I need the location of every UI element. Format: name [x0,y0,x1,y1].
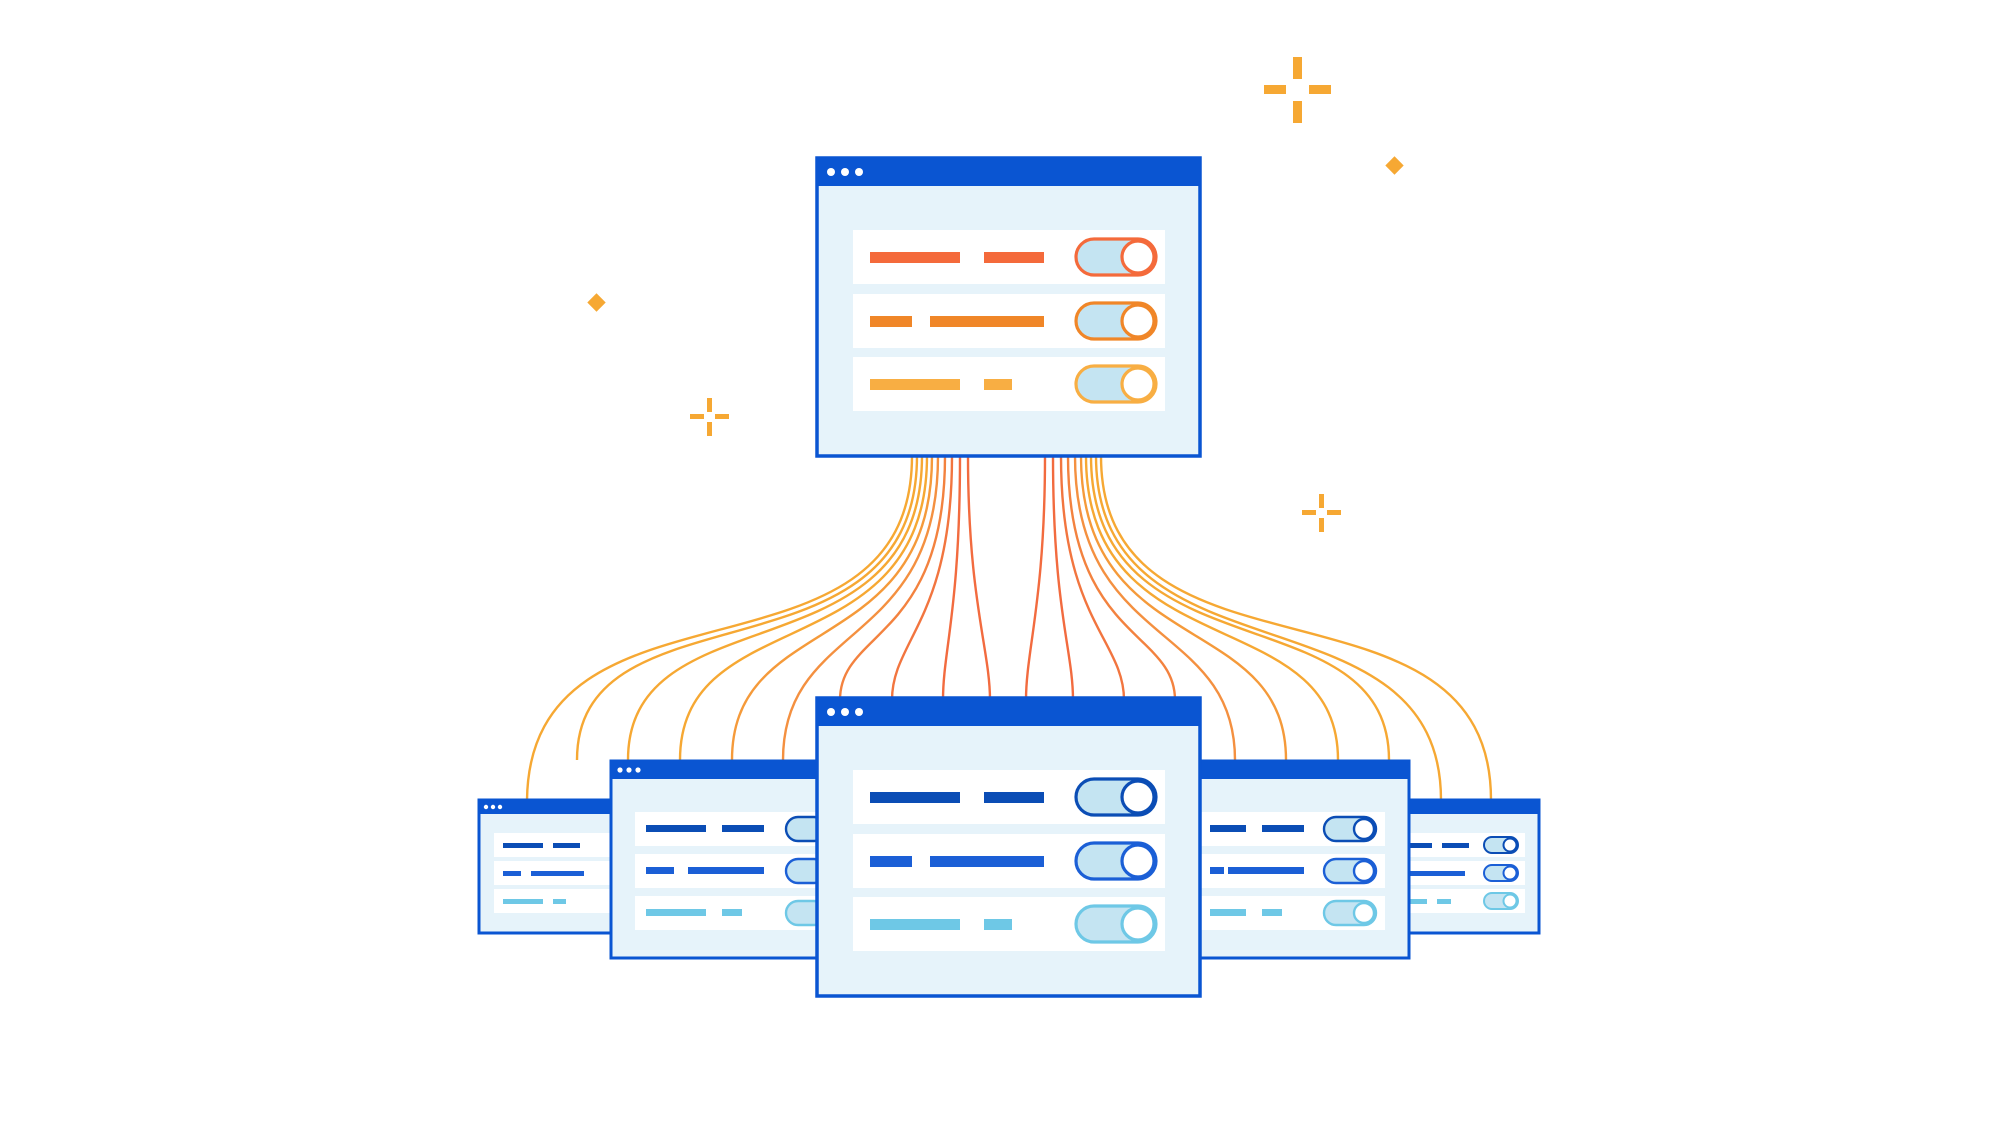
toggle-switch-icon [1322,899,1378,927]
wire [1051,455,1075,701]
target-window-center [815,696,1202,998]
toggle-switch-icon [1483,892,1519,910]
toggle-switch-icon [1074,301,1158,341]
wire [941,455,962,701]
wire [781,455,940,761]
connection-wires [525,455,1493,801]
sparkle-icon [1264,57,1331,123]
toggle-switch-icon [1074,364,1158,404]
sparkle-icon [1302,494,1341,532]
toggle-switch-icon [1322,857,1378,885]
wire [1084,455,1340,761]
toggle-switch-icon [1483,836,1519,854]
sparkles [587,57,1404,532]
wire [1066,455,1177,701]
wire [626,455,924,761]
wire [678,455,929,761]
diamond-icon [587,293,606,312]
window-dots-icon [827,708,863,716]
window-dots-icon [617,767,641,773]
toggle-switch-icon [1074,904,1158,944]
toggle-switch-icon [1074,841,1158,881]
wire [1099,455,1493,801]
source-window [815,156,1202,458]
wire [1079,455,1288,761]
wire [1094,455,1443,801]
toggle-switch-icon [1483,864,1519,882]
sparkle-icon [690,398,729,436]
wire [966,455,992,701]
toggle-switch-icon [1322,815,1378,843]
wire [838,455,947,701]
wire [1024,455,1047,701]
wire [1089,455,1391,761]
target-window-right [1163,759,1411,960]
wire [1059,455,1126,701]
wire [525,455,914,801]
toggle-switch-icon [1074,777,1158,817]
wire [730,455,934,761]
wire [1073,455,1237,761]
window-dots-icon [483,804,503,810]
wire [575,455,919,761]
wire [890,455,954,701]
toggle-switch-icon [1074,237,1158,277]
diamond-icon [1385,156,1404,175]
window-dots-icon [827,168,863,176]
